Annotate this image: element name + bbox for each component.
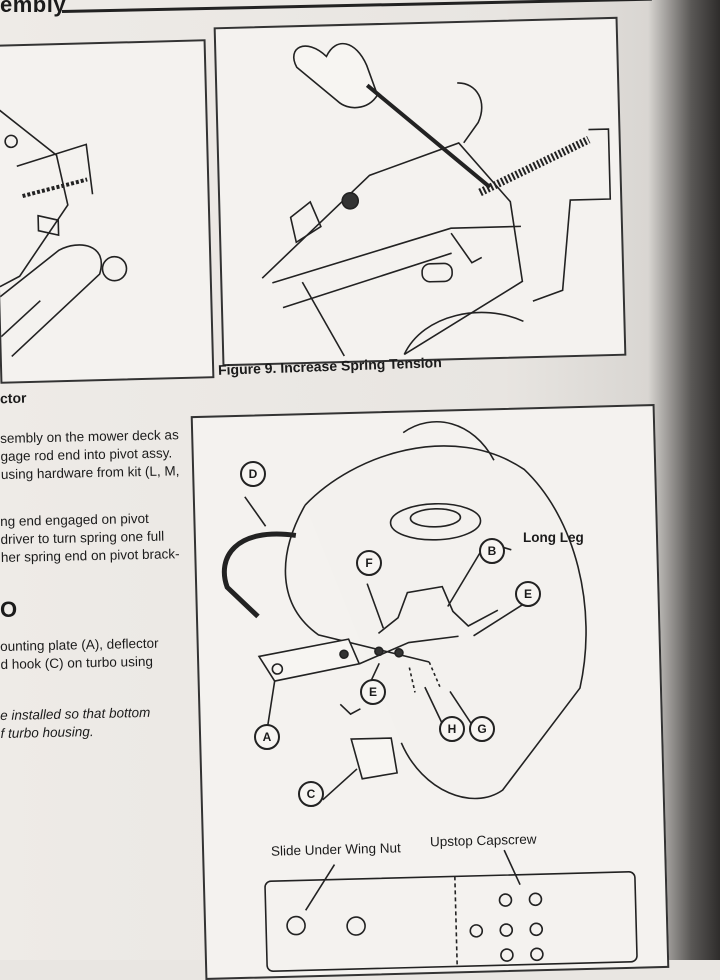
paragraph-2: ng end engaged on pivot driver to turn s… — [0, 509, 180, 567]
callout-h: H — [439, 716, 465, 742]
figure-turbo-deflector-drawing — [221, 420, 638, 973]
paragraph-4-line-2: f turbo housing. — [0, 724, 94, 741]
callout-a: A — [254, 724, 280, 750]
callout-f: F — [356, 550, 382, 576]
callout-g: G — [469, 716, 495, 742]
section-heading: O — [0, 597, 18, 622]
figure-left-drawing — [0, 106, 128, 358]
paragraph-4-line-1: e installed so that bottom — [0, 704, 151, 723]
figure-9 — [213, 16, 627, 367]
callout-e-lower: E — [360, 679, 386, 705]
long-leg-label: Long Leg — [523, 530, 584, 545]
paragraph-1: sembly on the mower deck as gage rod end… — [0, 426, 180, 484]
figure-left — [0, 39, 215, 384]
paragraph-3: ounting plate (A), deflector d hook (C) … — [0, 635, 159, 674]
paragraph-4-note: e installed so that bottom f turbo housi… — [0, 704, 151, 743]
paragraph-1-line-3: using hardware from kit (L, M, — [0, 463, 180, 482]
paragraph-2-line-3: her spring end on pivot brack- — [0, 546, 180, 565]
callout-d: D — [240, 461, 266, 487]
section-title: embly — [0, 0, 67, 17]
callout-c: C — [298, 781, 324, 807]
paragraph-3-line-2: d hook (C) on turbo using — [0, 653, 154, 672]
upstop-capscrew-label: Upstop Capscrew — [429, 831, 537, 850]
figure-turbo-deflector — [190, 404, 670, 980]
callout-b: B — [479, 538, 505, 564]
callout-e-right: E — [515, 581, 541, 607]
figure-9-drawing — [261, 42, 612, 357]
figure-left-caption: ctor — [0, 389, 27, 407]
